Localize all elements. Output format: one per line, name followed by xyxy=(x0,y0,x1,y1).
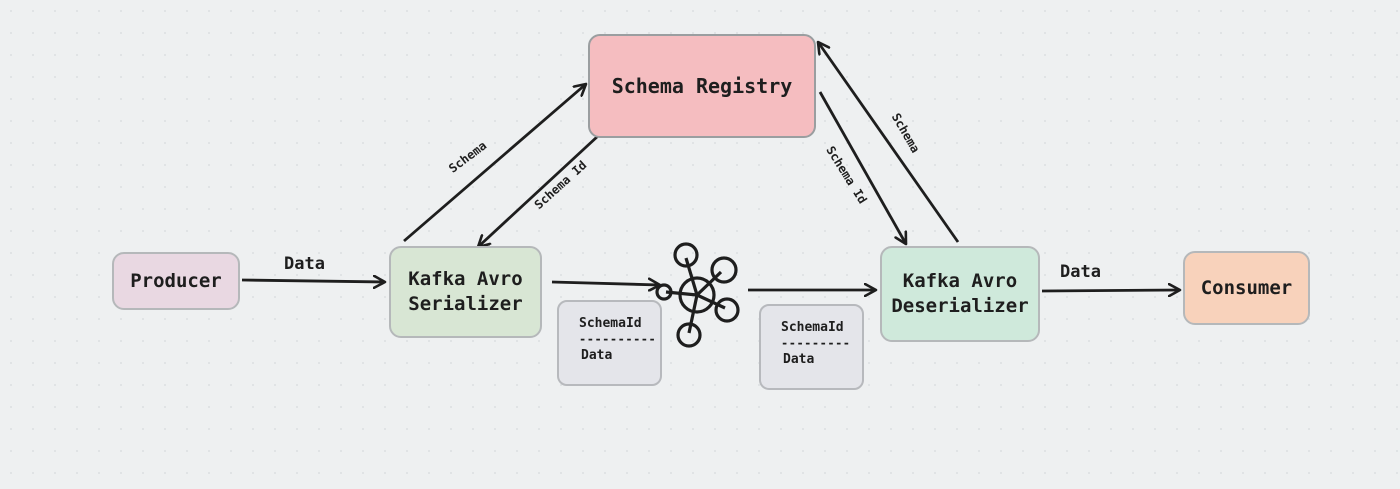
consumer-label: Consumer xyxy=(1200,276,1293,299)
edge-registry-to-serializer xyxy=(478,134,599,247)
edge-deserializer-to-registry xyxy=(818,42,960,243)
serializer-label: Kafka Avro Serializer xyxy=(408,268,523,315)
kafka-avro-deserializer-node: Kafka Avro Deserializer xyxy=(880,246,1040,342)
message-separator: ---------- xyxy=(579,332,657,346)
edge-registry-to-deserializer xyxy=(818,91,906,244)
message-separator: --------- xyxy=(781,336,851,350)
message-schema-id-label: SchemaId xyxy=(781,320,844,335)
edge-label-data-consumer: Data xyxy=(1060,262,1101,282)
kafka-cluster-icon xyxy=(655,242,740,348)
edge-serializer-to-kafka xyxy=(551,282,660,285)
message-data-label: Data xyxy=(783,352,815,367)
edge-producer-to-serializer xyxy=(241,280,385,282)
message-schema-id-label: SchemaId xyxy=(579,316,642,331)
consumer-node: Consumer xyxy=(1183,251,1310,325)
message-card-consumed: SchemaId --------- Data xyxy=(759,304,864,390)
schema-registry-label: Schema Registry xyxy=(611,74,793,98)
schema-registry-node: Schema Registry xyxy=(588,34,816,138)
message-data-label: Data xyxy=(581,348,613,363)
edge-label-data-producer: Data xyxy=(284,254,325,274)
message-card-serialized: SchemaId ---------- Data xyxy=(557,300,662,386)
deserializer-label: Kafka Avro Deserializer xyxy=(891,270,1029,317)
kafka-avro-serializer-node: Kafka Avro Serializer xyxy=(389,246,542,338)
edge-serializer-to-registry xyxy=(403,84,586,243)
producer-label: Producer xyxy=(130,269,222,292)
edge-deserializer-to-consumer xyxy=(1041,290,1180,291)
producer-node: Producer xyxy=(112,252,240,310)
